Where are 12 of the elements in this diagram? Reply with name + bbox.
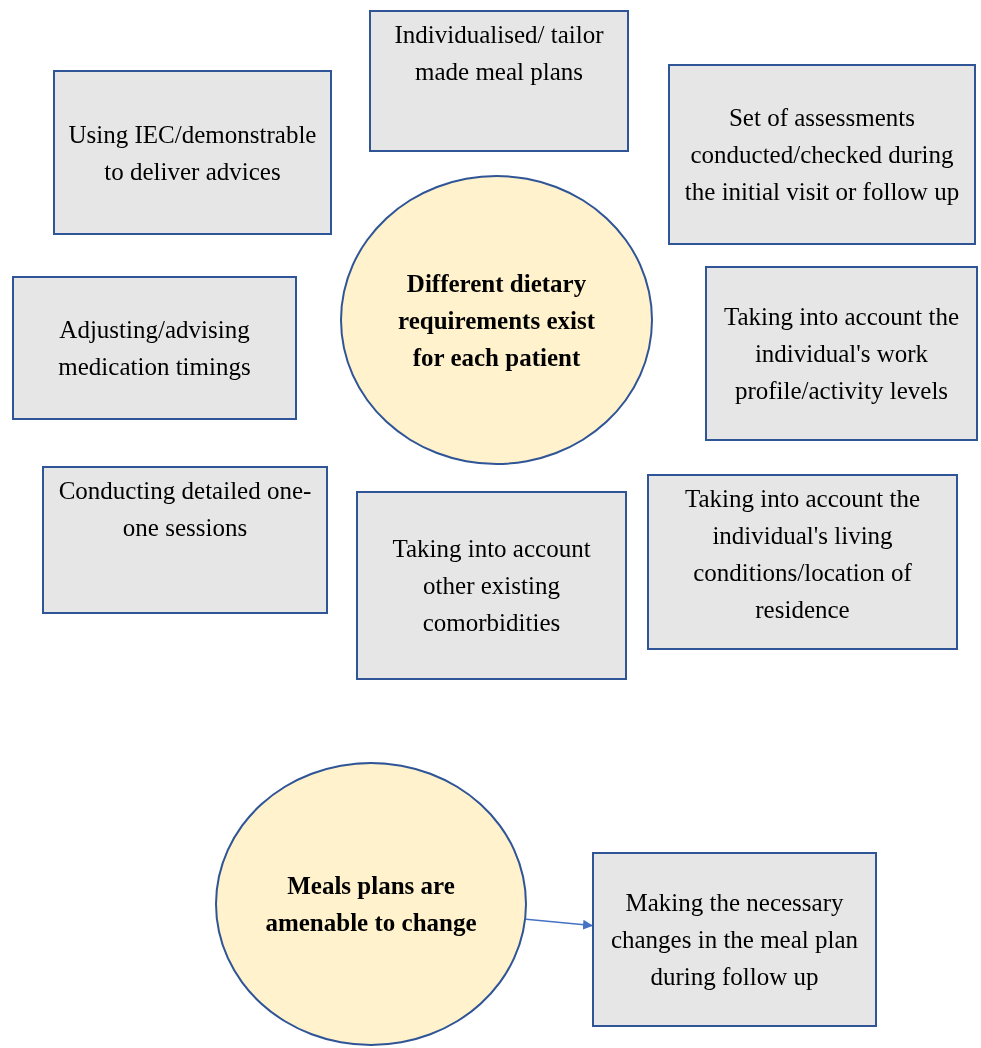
text-box: Individualised/ tailor made meal plans (369, 10, 629, 152)
circle-node: Meals plans are amenable to change (215, 762, 527, 1046)
text-box: Using IEC/demonstrable to deliver advices (53, 70, 332, 235)
text-box: Adjusting/advising medication timings (12, 276, 297, 420)
text-box: Taking into account other existing comorbidities (356, 491, 627, 680)
circle-node: Different dietary requirements exist for each patient (340, 175, 653, 465)
text-box: Conducting detailed one-one sessions (42, 466, 328, 614)
text-box: Making the necessary changes in the meal plan during follow up (592, 852, 877, 1027)
text-box: Set of assessments conducted/checked during the initial visit or follow up (668, 64, 976, 245)
arrow (525, 918, 593, 930)
text-box: Taking into account the individual's work profile/activity levels (705, 266, 978, 441)
text-box: Taking into account the individual's living conditions/location of residence (647, 474, 958, 650)
